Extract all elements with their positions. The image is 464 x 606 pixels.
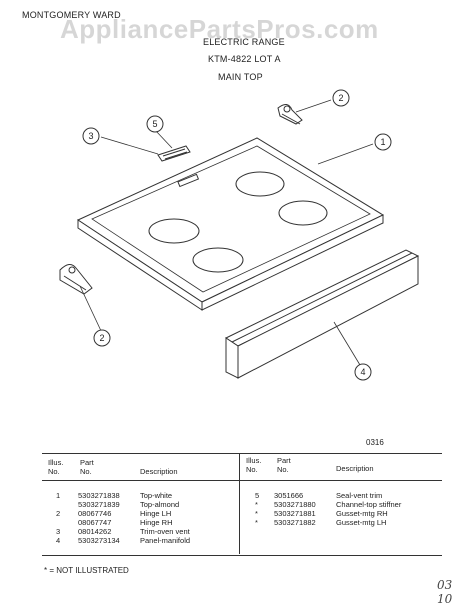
table-row-left-1-desc: Top-white xyxy=(140,491,173,500)
table-row-right-1-illus: 5 xyxy=(255,491,260,500)
burner-opening-front-left xyxy=(148,218,200,244)
table-row-left-4-desc: Hinge RH xyxy=(140,518,173,527)
table-row-right-2-part: 5303271880 xyxy=(274,500,316,509)
table-row-left-3-desc: Hinge LH xyxy=(140,509,172,518)
callout-1: 1 xyxy=(374,133,392,151)
exploded-parts-diagram: 1 2 2 3 4 5 xyxy=(59,89,420,381)
table-row-right-3-desc: Gusset-mtg RH xyxy=(336,509,388,518)
burner-opening-rear-right xyxy=(278,200,328,226)
table-bottom-rule xyxy=(42,555,442,556)
callout-2-bottom: 2 xyxy=(93,329,111,347)
table-row-left-1-illus: 1 xyxy=(56,491,61,500)
table-row-left-5-illus: 3 xyxy=(56,527,61,536)
table-top-rule xyxy=(42,453,442,454)
hinge-left-part xyxy=(59,264,93,295)
header-illus-left: Illus. No. xyxy=(48,458,64,476)
svg-text:4: 4 xyxy=(360,367,365,377)
vent-slot xyxy=(177,173,200,188)
watermark: AppliancePartsPros.com xyxy=(60,14,379,44)
table-row-right-3-part: 5303271881 xyxy=(274,509,316,518)
table-row-left-1-part: 5303271838 xyxy=(78,491,120,500)
table-row-left-3-part: 08067746 xyxy=(78,509,112,518)
table-row-right-1-part: 3051666 xyxy=(274,491,304,500)
svg-text:3: 3 xyxy=(88,131,93,141)
panel-manifold-part xyxy=(224,249,420,379)
table-row-left-6-part: 5303273134 xyxy=(78,536,120,545)
svg-text:1: 1 xyxy=(380,137,385,147)
section-title: MAIN TOP xyxy=(218,72,263,82)
table-divider xyxy=(239,454,240,554)
table-row-right-4-part: 5303271882 xyxy=(274,518,316,527)
table-row-left-3-illus: 2 xyxy=(56,509,61,518)
model-number: KTM-4822 LOT A xyxy=(208,54,281,64)
table-row-right-2-desc: Channel-top stiffner xyxy=(336,500,402,509)
main-top-part xyxy=(76,137,385,311)
footnote: * = NOT ILLUSTRATED xyxy=(44,566,129,575)
table-row-left-6-desc: Panel-manifold xyxy=(140,536,191,545)
header-desc-right: Description xyxy=(336,464,374,473)
svg-text:5: 5 xyxy=(152,119,157,129)
burner-opening-front-right xyxy=(192,247,244,273)
header-illus-right: Illus. No. xyxy=(246,456,262,474)
callout-3: 3 xyxy=(82,127,100,145)
burner-opening-rear-left xyxy=(235,171,285,197)
brand-name: MONTGOMERY WARD xyxy=(22,10,121,20)
callout-2-top: 2 xyxy=(332,89,350,107)
header-desc-left: Description xyxy=(140,467,178,476)
product-title: ELECTRIC RANGE xyxy=(203,37,285,47)
table-header-rule xyxy=(42,480,442,481)
trim-oven-vent-part xyxy=(157,145,191,162)
table-row-right-4-illus: * xyxy=(255,518,258,527)
hinge-right-part xyxy=(277,104,303,125)
table-row-right-3-illus: * xyxy=(255,509,258,518)
table-row-left-6-illus: 4 xyxy=(56,536,61,545)
table-row-left-2-desc: Top-almond xyxy=(140,500,180,509)
table-row-left-2-part: 5303271839 xyxy=(78,500,120,509)
svg-text:2: 2 xyxy=(99,333,104,343)
header-part-right: Part No. xyxy=(277,456,291,474)
table-row-left-5-part: 08014262 xyxy=(78,527,112,536)
diagram-code: 0316 xyxy=(366,438,384,447)
handwritten-mark: 03 10 xyxy=(437,578,453,606)
table-row-left-4-part: 08067747 xyxy=(78,518,112,527)
table-row-right-4-desc: Gusset-mtg LH xyxy=(336,518,387,527)
header-part-left: Part No. xyxy=(80,458,94,476)
svg-text:2: 2 xyxy=(338,93,343,103)
table-row-left-5-desc: Trim-oven vent xyxy=(140,527,190,536)
table-row-right-1-desc: Seal-vent trim xyxy=(336,491,383,500)
table-row-right-2-illus: * xyxy=(255,500,258,509)
callout-4: 4 xyxy=(354,363,372,381)
callout-5: 5 xyxy=(146,115,164,133)
